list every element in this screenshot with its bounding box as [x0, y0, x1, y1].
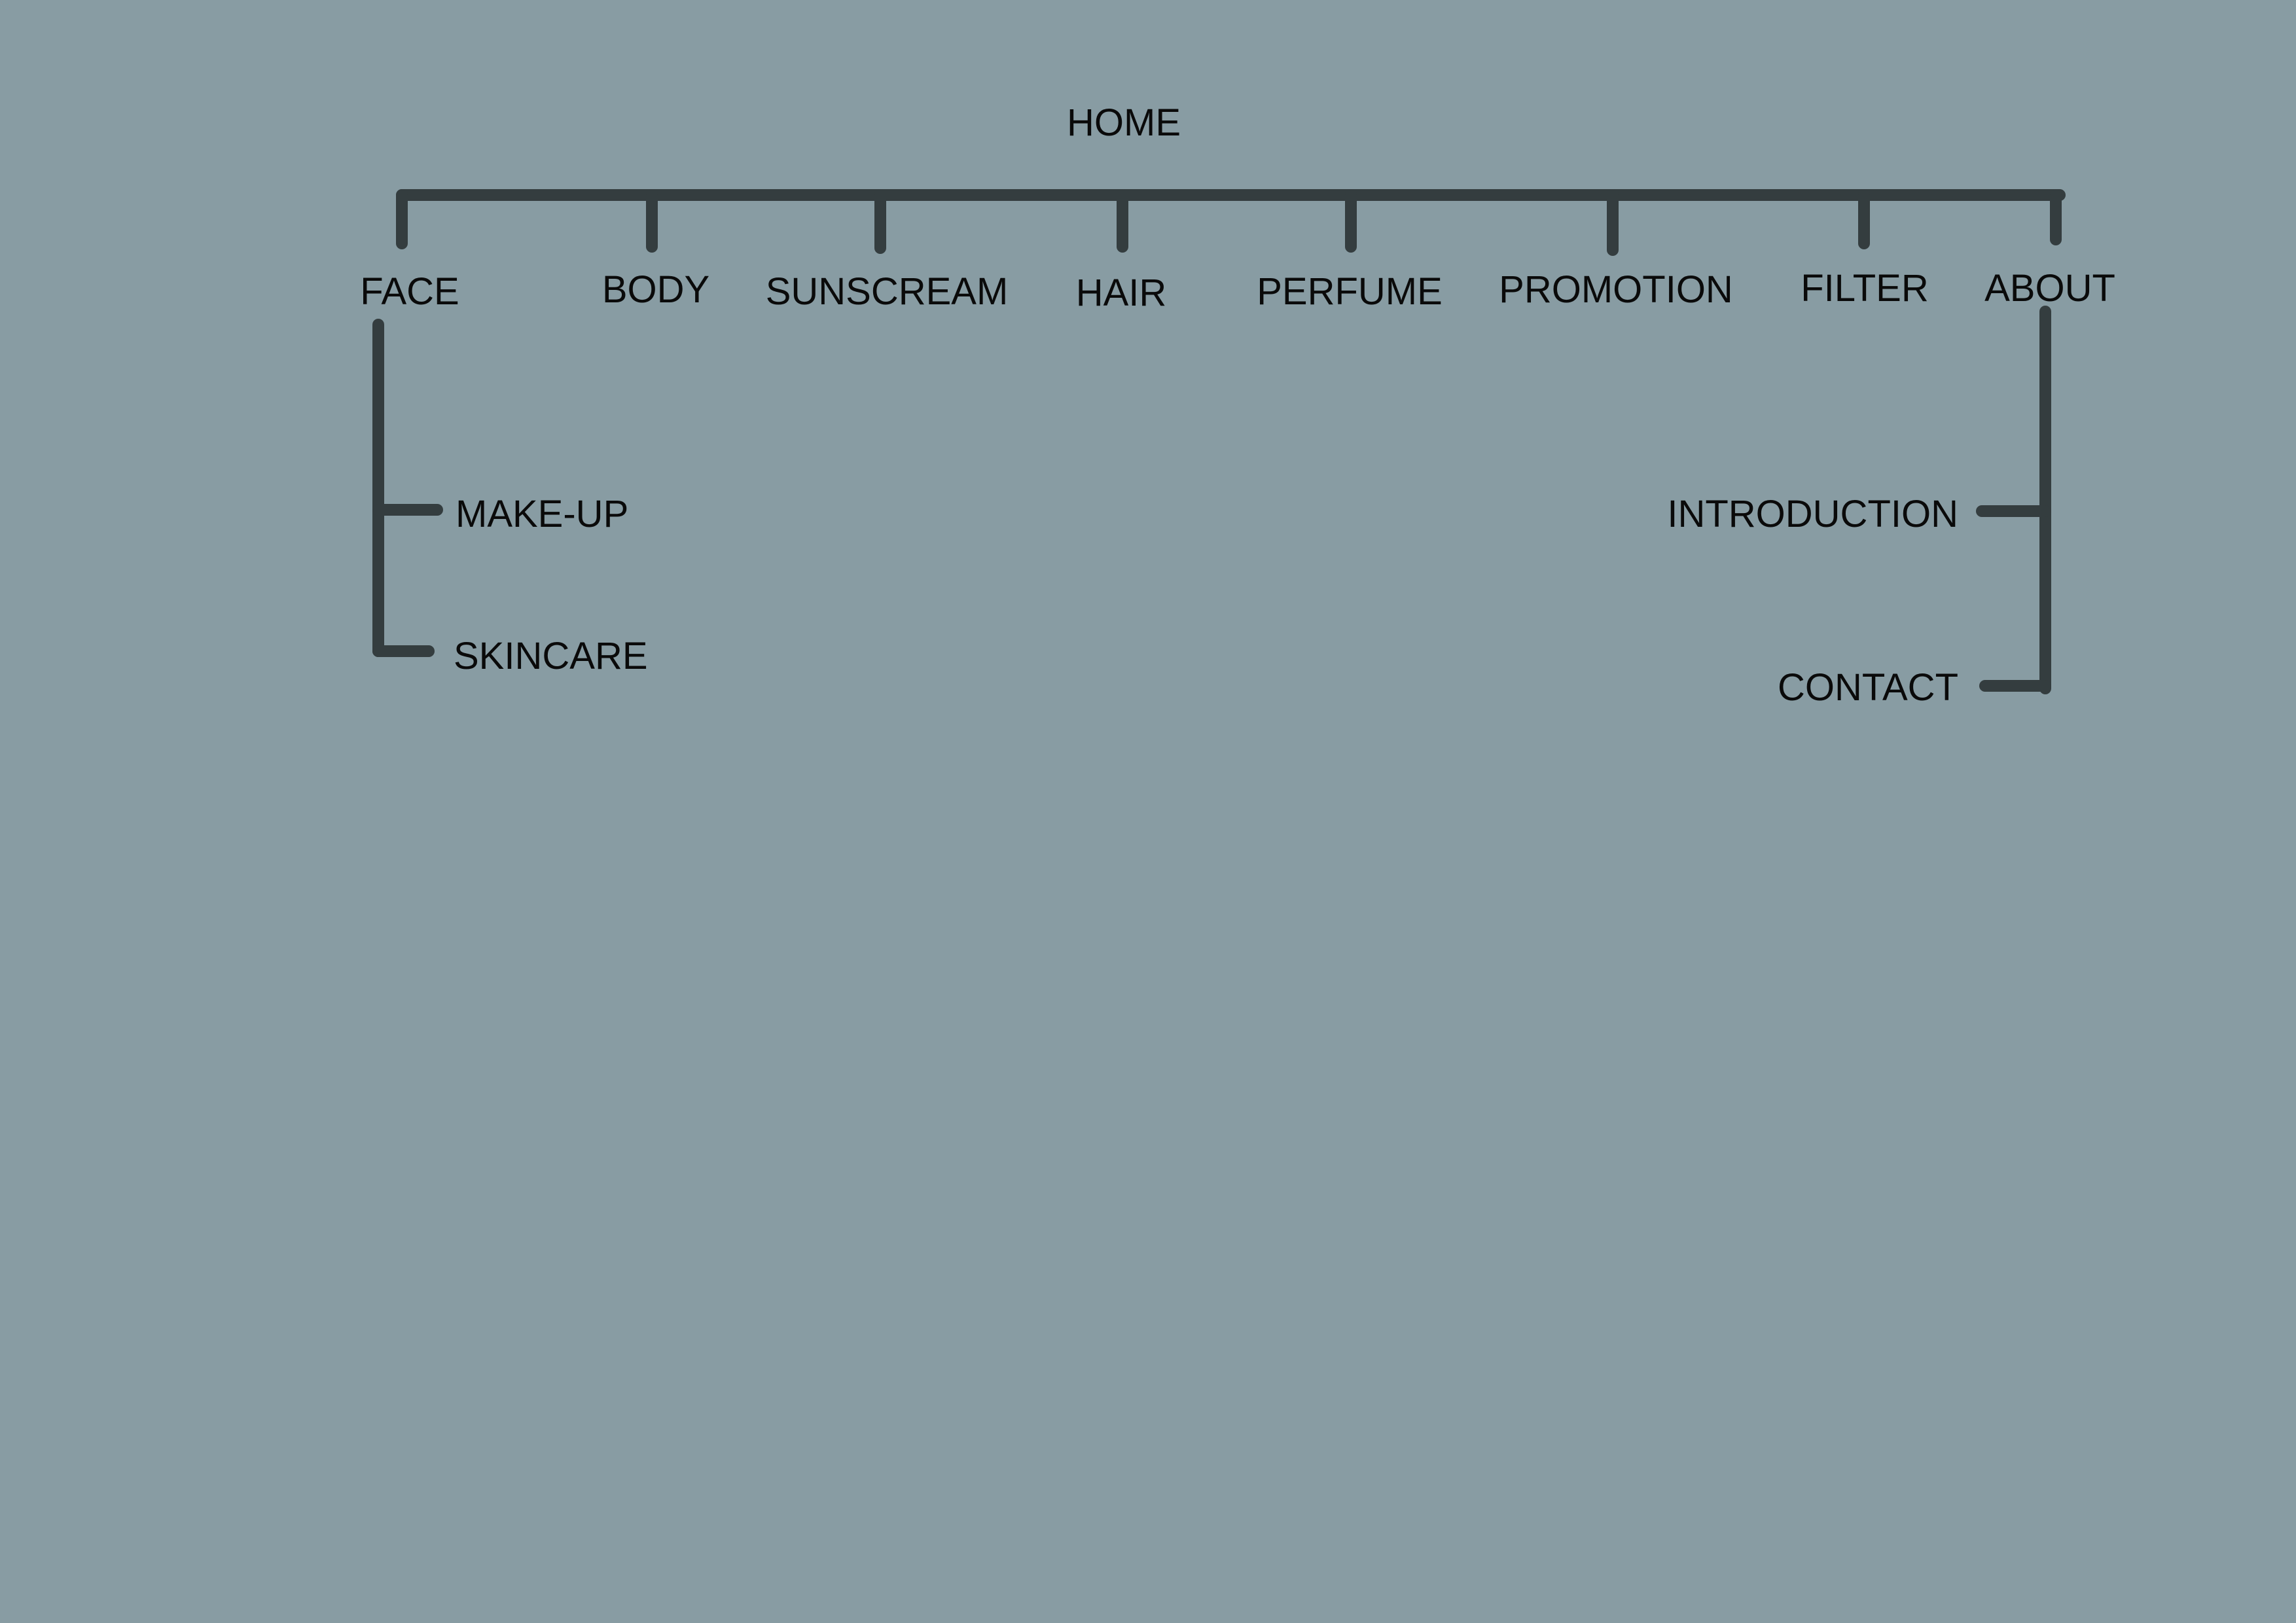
node-promotion[interactable]: PROMOTION	[1499, 268, 1733, 311]
node-contact[interactable]: CONTACT	[1778, 666, 1958, 709]
node-make-up[interactable]: MAKE-UP	[456, 493, 628, 535]
node-face[interactable]: FACE	[360, 270, 459, 313]
node-introduction[interactable]: INTRODUCTION	[1667, 493, 1958, 535]
node-skincare[interactable]: SKINCARE	[454, 635, 648, 677]
node-about[interactable]: ABOUT	[1984, 267, 2115, 310]
connectors	[372, 189, 2066, 694]
node-labels: HOME FACE BODY SUNSCREAM HAIR PERFUME PR…	[360, 101, 2115, 709]
node-sunscream[interactable]: SUNSCREAM	[766, 270, 1009, 313]
node-body[interactable]: BODY	[602, 268, 709, 311]
node-perfume[interactable]: PERFUME	[1257, 270, 1443, 313]
node-filter[interactable]: FILTER	[1801, 267, 1929, 310]
node-hair[interactable]: HAIR	[1076, 272, 1167, 314]
node-home[interactable]: HOME	[1067, 101, 1181, 144]
